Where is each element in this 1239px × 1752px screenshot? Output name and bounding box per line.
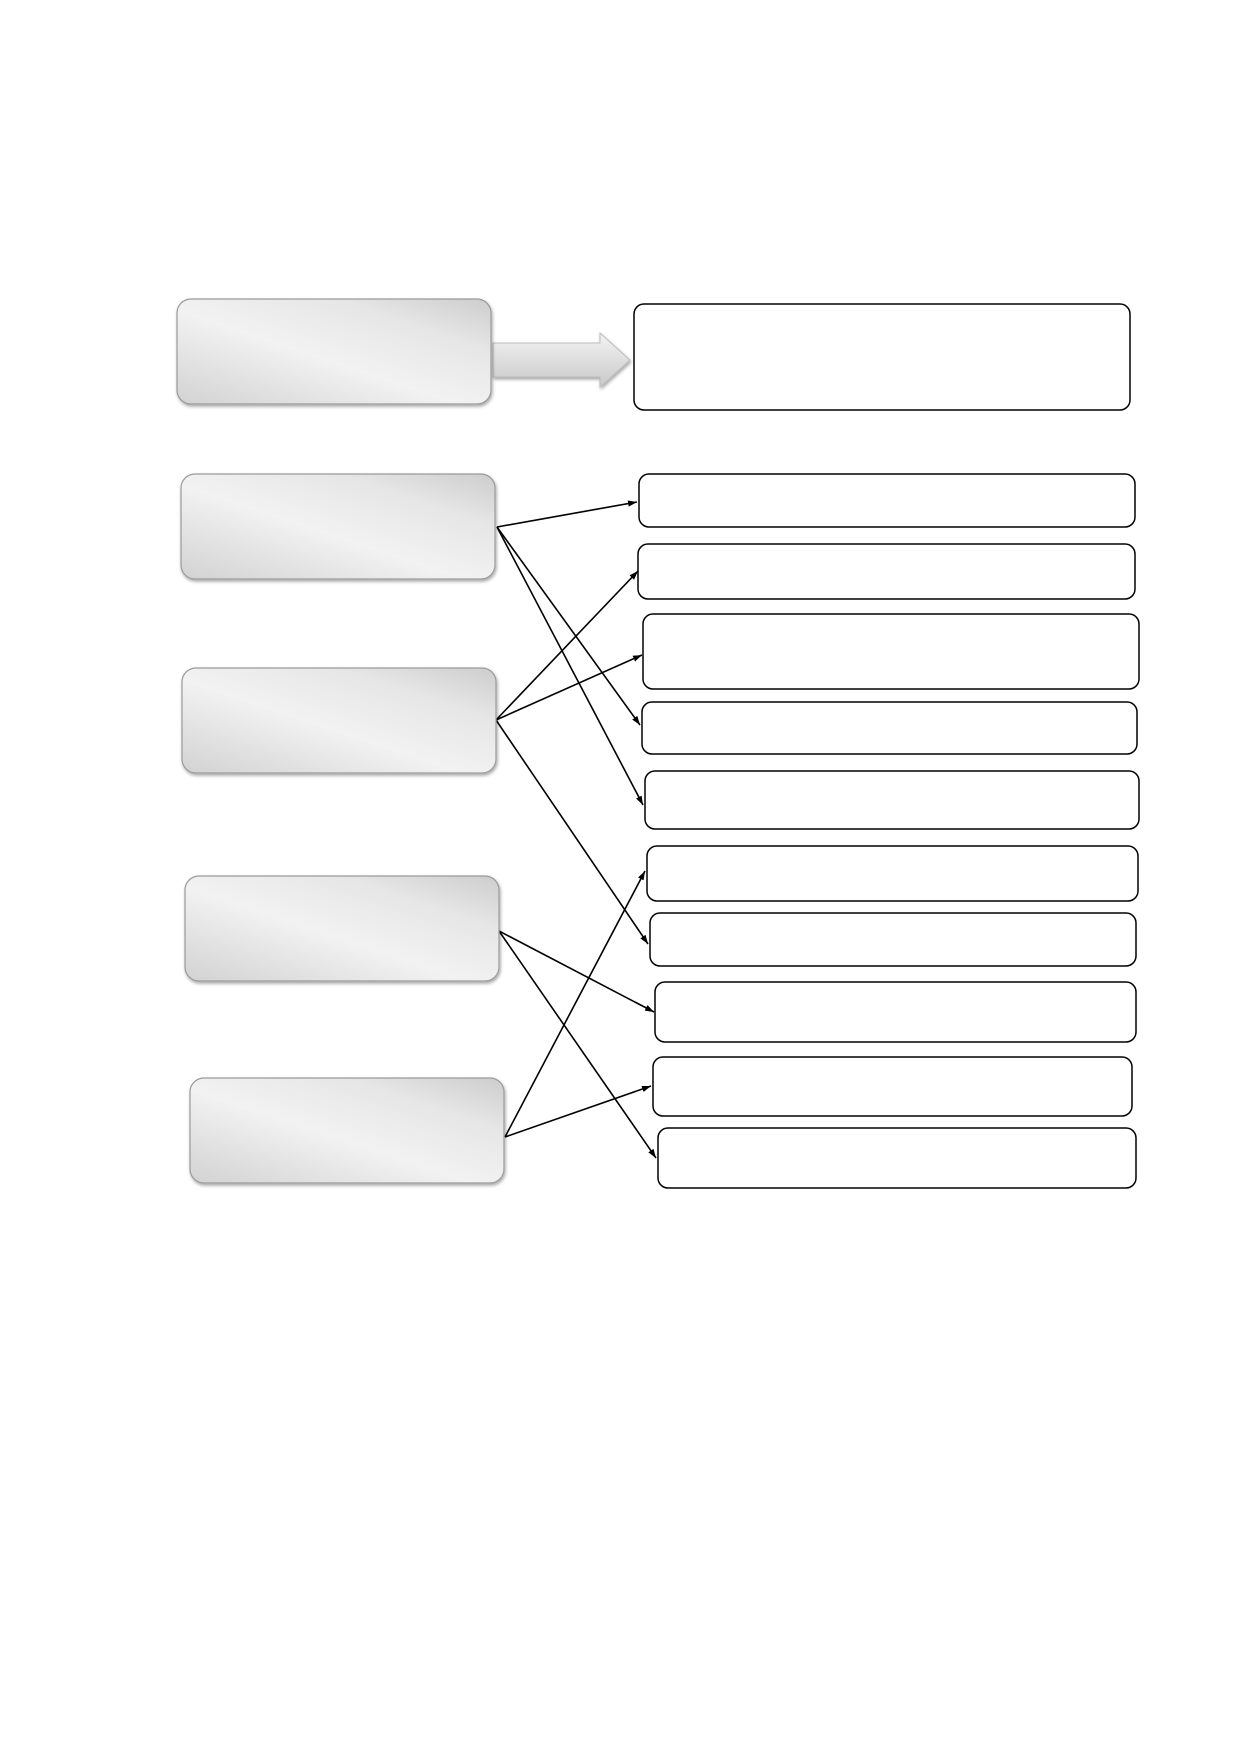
right-boxes	[633, 303, 1140, 1189]
arrow-L4-R8	[498, 930, 655, 1013]
right-box-9	[652, 1056, 1133, 1117]
arrow-L2-R1	[496, 500, 638, 528]
arrow-L2-R4	[496, 526, 641, 726]
block-arrow-L1-R0	[492, 331, 631, 389]
right-box-7	[649, 912, 1137, 967]
arrow-L5-R9	[504, 1085, 652, 1138]
right-box-6	[646, 845, 1139, 902]
right-box-10	[657, 1127, 1137, 1189]
right-box-3	[642, 613, 1140, 690]
right-box-8	[654, 981, 1137, 1043]
right-box-0	[633, 303, 1131, 411]
arrow-L5-R6	[504, 870, 646, 1138]
arrow-L4-R10	[498, 930, 657, 1159]
left-boxes	[176, 298, 505, 1184]
left-box-4	[184, 875, 500, 982]
arrow-L3-R7	[495, 719, 649, 945]
left-box-2	[180, 473, 496, 580]
right-box-4	[641, 701, 1138, 755]
connector-lines	[495, 500, 657, 1159]
left-box-3	[181, 667, 497, 774]
right-box-1	[638, 473, 1136, 528]
right-box-2	[637, 543, 1136, 600]
right-box-5	[644, 770, 1140, 830]
left-box-1	[176, 298, 492, 405]
arrow-L2-R5	[496, 526, 644, 806]
arrow-L3-R3	[495, 654, 643, 721]
arrow-L3-R2	[495, 570, 639, 721]
left-box-5	[189, 1077, 505, 1184]
